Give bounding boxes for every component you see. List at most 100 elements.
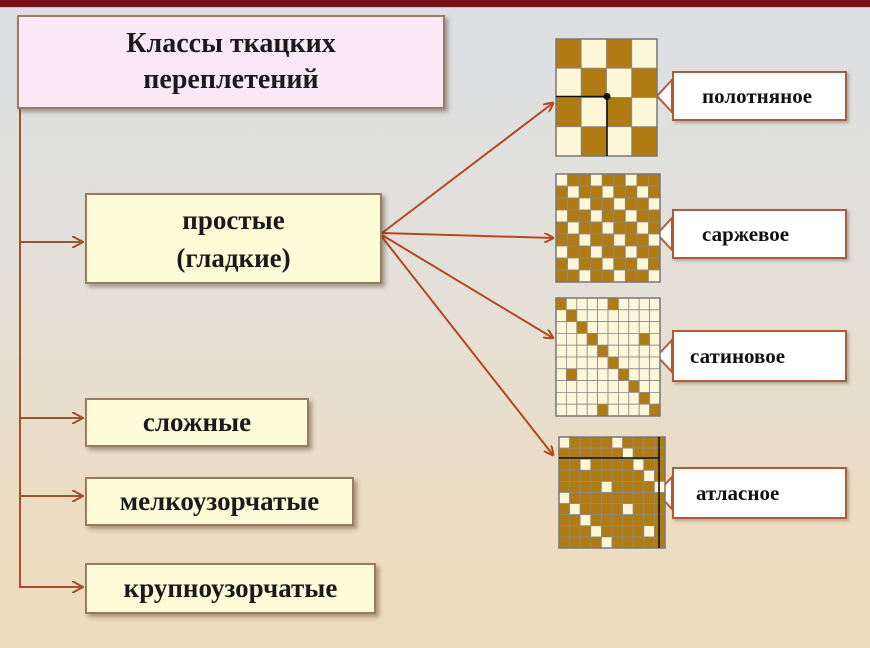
weave-cell bbox=[555, 257, 568, 271]
weave-cell bbox=[618, 344, 630, 358]
weave-cell bbox=[579, 469, 592, 482]
weave-cell bbox=[622, 436, 634, 449]
title-line-1: Классы ткацких bbox=[126, 28, 336, 59]
weave-cell bbox=[586, 297, 599, 311]
weave-label-sateen: сатиновое bbox=[672, 330, 847, 382]
weave-cell bbox=[624, 197, 638, 211]
weave-cell bbox=[590, 436, 602, 449]
weave-cell bbox=[558, 492, 571, 505]
weave-cell bbox=[611, 525, 624, 538]
weave-cell bbox=[555, 126, 582, 157]
weave-cell bbox=[580, 67, 607, 98]
weave-cell bbox=[555, 344, 567, 358]
weave-cell bbox=[601, 525, 613, 538]
weave-cell bbox=[648, 209, 661, 223]
weave-cell bbox=[567, 173, 580, 187]
weave-grid-border bbox=[555, 297, 661, 417]
weave-cell bbox=[618, 391, 630, 405]
weave-cell bbox=[569, 458, 581, 471]
weave-cell bbox=[578, 233, 592, 247]
weave-cell bbox=[578, 209, 592, 223]
weave-cell bbox=[613, 269, 626, 283]
weave-cell bbox=[555, 97, 582, 128]
weave-cell bbox=[611, 503, 624, 516]
weave-cell bbox=[649, 403, 661, 417]
weave-cell bbox=[566, 391, 578, 405]
weave-cell bbox=[580, 97, 607, 128]
weave-cell bbox=[569, 536, 581, 549]
weave-cell bbox=[638, 297, 651, 311]
weave-cell bbox=[607, 297, 619, 311]
weave-cell bbox=[606, 97, 633, 128]
arrow-to-plain bbox=[381, 103, 553, 234]
weave-cell bbox=[590, 536, 602, 549]
weave-cell bbox=[624, 269, 638, 283]
weave-cell bbox=[607, 321, 619, 334]
weave-cell bbox=[590, 514, 602, 527]
weave-cell bbox=[569, 514, 581, 527]
weave-cell bbox=[586, 391, 599, 405]
weave-cell bbox=[611, 458, 624, 471]
weave-cell bbox=[558, 480, 571, 493]
weave-cell bbox=[638, 356, 651, 370]
weave-cell bbox=[613, 209, 626, 223]
weave-cell bbox=[636, 221, 649, 235]
twill-weave-grid bbox=[555, 173, 661, 283]
weave-cell bbox=[566, 380, 578, 393]
weave-cell bbox=[632, 469, 645, 482]
weave-cell bbox=[567, 233, 580, 247]
weave-cell bbox=[636, 233, 649, 247]
weave-cell bbox=[555, 209, 568, 223]
weave-cell bbox=[597, 380, 609, 393]
weave-cell bbox=[586, 309, 599, 322]
weave-cell bbox=[631, 38, 658, 69]
weave-cell bbox=[576, 309, 588, 322]
weave-cell bbox=[597, 332, 609, 346]
weave-cell bbox=[597, 321, 609, 334]
weave-cell bbox=[624, 221, 638, 235]
weave-cell bbox=[649, 321, 661, 334]
weave-cell bbox=[649, 332, 661, 346]
weave-cell bbox=[578, 185, 592, 199]
weave-cell bbox=[601, 514, 613, 527]
weave-cell bbox=[636, 197, 649, 211]
weave-cell bbox=[643, 480, 655, 493]
weave-cell bbox=[636, 173, 649, 187]
weave-cell bbox=[643, 492, 655, 505]
weave-cell bbox=[555, 332, 567, 346]
weave-cell bbox=[579, 458, 592, 471]
weave-cell bbox=[558, 458, 571, 471]
weave-cell bbox=[601, 436, 613, 449]
weave-cell bbox=[569, 436, 581, 449]
weave-cell bbox=[607, 403, 619, 417]
weave-cell bbox=[555, 38, 582, 69]
weave-cell bbox=[586, 368, 599, 381]
weave-cell bbox=[624, 209, 638, 223]
weave-cell bbox=[631, 67, 658, 98]
weave-cell bbox=[611, 536, 624, 549]
weave-cell bbox=[580, 38, 607, 69]
weave-cell bbox=[648, 173, 661, 187]
weave-cell bbox=[611, 436, 624, 449]
weave-cell bbox=[601, 197, 615, 211]
weave-cell bbox=[555, 321, 567, 334]
weave-cell bbox=[601, 492, 613, 505]
weave-cell bbox=[618, 368, 630, 381]
weave-cell bbox=[648, 257, 661, 271]
weave-cell bbox=[601, 209, 615, 223]
weave-cell bbox=[590, 525, 602, 538]
weave-cell bbox=[590, 458, 602, 471]
weave-cell bbox=[566, 368, 578, 381]
weave-cell bbox=[613, 257, 626, 271]
weave-cell bbox=[613, 233, 626, 247]
weave-cell bbox=[636, 245, 649, 259]
weave-cell bbox=[624, 245, 638, 259]
weave-cell bbox=[601, 480, 613, 493]
weave-cell bbox=[648, 197, 661, 211]
weave-cell bbox=[601, 503, 613, 516]
weave-cell bbox=[590, 185, 603, 199]
weave-cell bbox=[580, 126, 607, 157]
weave-cell bbox=[590, 245, 603, 259]
weave-cell bbox=[578, 173, 592, 187]
weave-cell bbox=[597, 403, 609, 417]
